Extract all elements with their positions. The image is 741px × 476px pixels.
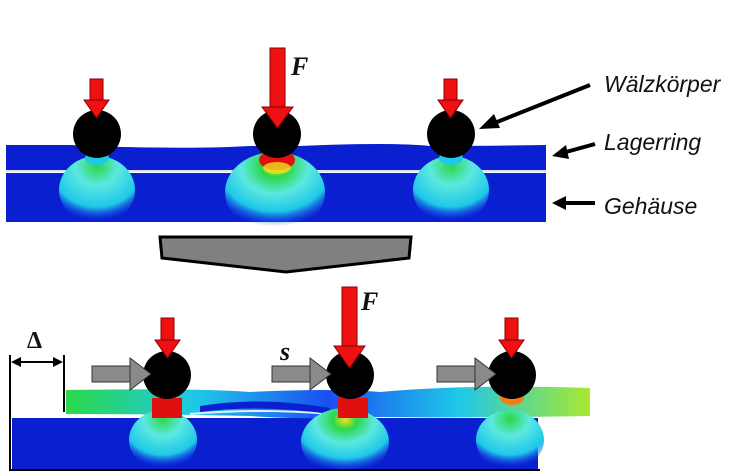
- stress-plume-right: [413, 156, 489, 224]
- force-label-top: F: [290, 52, 308, 81]
- down-arrow-icon: [154, 317, 181, 359]
- contact-zone-center-bottom: [338, 398, 368, 418]
- ring-gap-line-bottom: [189, 410, 331, 415]
- rolling-element-ball: [488, 351, 536, 399]
- pointer-arrow-housing: [552, 196, 595, 210]
- right-arrow-icon: [271, 356, 332, 392]
- contact-zone-center-halo: [263, 162, 291, 174]
- down-arrow-icon: [333, 286, 366, 369]
- rolling-element-ball: [253, 110, 301, 158]
- contact-zone-left-bottom: [152, 398, 182, 418]
- label-bearing-ring: Lagerring: [604, 129, 701, 155]
- right-arrow-icon: [436, 356, 497, 392]
- label-housing: Gehäuse: [604, 193, 697, 219]
- stress-plume-center-bottom: [301, 408, 389, 476]
- down-chevron-icon: [158, 235, 413, 274]
- rolling-element-ball: [143, 351, 191, 399]
- stress-plume-center: [225, 152, 325, 232]
- stress-plume-right-bottom: [476, 410, 544, 470]
- down-arrow-icon: [498, 317, 525, 359]
- force-label-bottom: F: [360, 287, 378, 316]
- down-arrow-icon: [437, 78, 464, 119]
- housing-block-bottom: [12, 418, 538, 470]
- slip-label: s: [279, 337, 290, 366]
- ring-inner-band: [200, 401, 330, 414]
- rolling-element-ball: [427, 110, 475, 158]
- rolling-element-ball: [326, 351, 374, 399]
- pointer-arrow-bearing-ring: [552, 142, 596, 159]
- down-arrow-icon: [83, 78, 110, 119]
- down-arrow-icon: [261, 47, 294, 129]
- gap-dimension-arrow: [11, 357, 63, 367]
- bottom-panel: Δ F s: [9, 286, 590, 476]
- stress-plume-left: [59, 156, 135, 224]
- gap-label: Δ: [27, 328, 42, 354]
- rolling-element-ball: [73, 110, 121, 158]
- label-rolling-element: Wälzkörper: [604, 71, 722, 97]
- stress-plume-left-bottom: [129, 410, 197, 470]
- right-arrow-icon: [91, 356, 152, 392]
- pointer-arrow-rolling-element: [479, 83, 591, 129]
- top-panel: F Wälzkörper Lagerring Gehäuse: [6, 47, 722, 232]
- bearing-ring-bottom: [66, 386, 590, 419]
